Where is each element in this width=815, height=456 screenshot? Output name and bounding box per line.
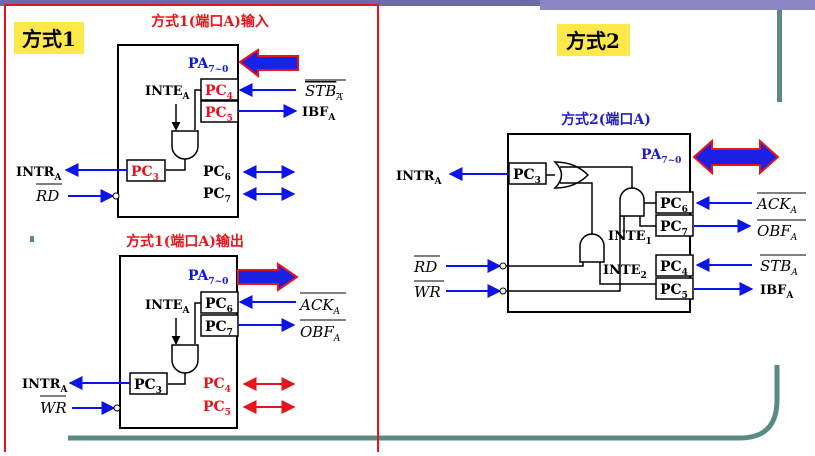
mode2-diagram: 方式2(端口A) PA7~0 PC3 INTRA INTE1 INTE2 PC6… (396, 111, 806, 313)
mode2-rd-label: RD (413, 258, 437, 276)
obf-label: OBFA (300, 323, 341, 344)
mode2-ack-label: ACKA (755, 195, 798, 216)
mode2-ibf-label: IBFA (760, 283, 794, 301)
rd-label: RD (35, 187, 59, 205)
ibf-label: IBFA (302, 105, 336, 123)
pc4-out-label: PC4 (203, 376, 231, 395)
mode2-obf-label: OBFA (757, 222, 798, 243)
wr-label: WR (40, 399, 67, 417)
mode2-pc4-label: PC4 (660, 259, 688, 278)
mode2-tag-label: 方式2 (566, 29, 620, 53)
pc7-out-label: PC7 (205, 319, 233, 338)
mode2-title: 方式2(端口A) (561, 111, 651, 128)
pc3-label: PC3 (131, 164, 159, 183)
pc6-label: PC6 (203, 164, 231, 183)
intr-label: INTRA (16, 165, 62, 183)
mode1-tag-label: 方式1 (22, 27, 76, 51)
mode2-pc5-label: PC5 (660, 282, 688, 301)
pc3-out-label: PC3 (134, 377, 162, 396)
mode2-pc6-label: PC6 (660, 196, 688, 215)
mode1-output-title: 方式1(端口A)输出 (126, 233, 244, 250)
intr-out-label: INTRA (22, 377, 68, 395)
slide-frame (0, 0, 815, 441)
inte1-label: INTE1 (608, 229, 652, 247)
mode1-input-diagram: 方式1(端口A)输入 PA7~0 PC4 PC5 STBA IBFA INTEA… (16, 13, 346, 218)
mode2-pc7-label: PC7 (660, 219, 688, 238)
inte-a-label: INTEA (145, 84, 191, 102)
pa-output-arrow (237, 262, 299, 292)
inte-a-out-label: INTEA (145, 298, 191, 316)
inte2-label: INTE2 (603, 263, 647, 281)
mode2-pa-bidir-arrow (692, 138, 780, 176)
and-gate-1 (619, 187, 645, 217)
pa-label: PA7~0 (188, 56, 228, 75)
mode1-output-diagram: 方式1(端口A)输出 PA7~0 PC6 PC7 ACKA OBFA INTEA… (22, 233, 346, 429)
pc6-out-label: PC6 (205, 296, 233, 315)
mode2-wr-label: WR (414, 283, 441, 301)
pc4-label: PC4 (205, 83, 233, 102)
pc5-label: PC5 (205, 105, 233, 124)
pa-input-arrow (238, 48, 299, 79)
and-gate (171, 130, 199, 160)
mode2-pa-label: PA7~0 (641, 147, 681, 166)
mode2-pc3-label: PC3 (513, 167, 541, 186)
and-gate-out (171, 344, 199, 374)
mode1-input-title: 方式1(端口A)输入 (151, 13, 269, 30)
mode2-tag: 方式2 (557, 24, 630, 56)
pa-out-label: PA7~0 (188, 268, 228, 287)
mode1-tag: 方式1 (14, 22, 84, 54)
pc7-label: PC7 (203, 186, 231, 205)
ack-label: ACKA (298, 296, 341, 317)
pc5-out-label: PC5 (203, 399, 231, 418)
or-gate (553, 161, 590, 189)
stb-label: STBA (305, 82, 343, 103)
and-gate-2 (579, 233, 605, 263)
mode2-intr-label: INTRA (396, 169, 442, 187)
mode2-stb-label: STBA (760, 257, 798, 278)
mode1-frame (4, 4, 379, 456)
